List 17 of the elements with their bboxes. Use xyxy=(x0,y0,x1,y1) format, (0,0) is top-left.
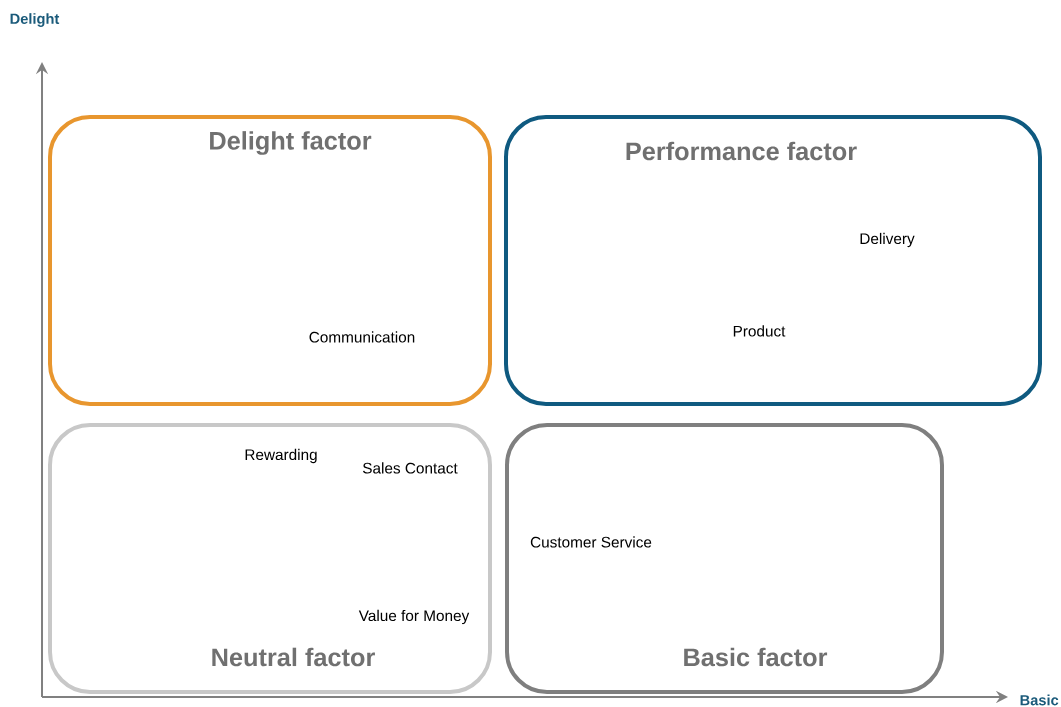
factor-label: Value for Money xyxy=(358,609,470,625)
quadrant-title: Performance factor xyxy=(626,141,857,161)
quadrant-box xyxy=(48,115,492,406)
factor-label: Rewarding xyxy=(245,448,317,464)
factor-label: Communication xyxy=(309,331,415,343)
factor-label: Sales Contact xyxy=(362,462,458,474)
axis-label: Delight xyxy=(10,13,60,27)
quadrant-title: Neutral factor xyxy=(212,647,375,667)
quadrant-box xyxy=(504,115,1042,406)
factor-label: Delivery xyxy=(860,232,915,248)
quadrant-box xyxy=(48,423,492,694)
quadrant-title: Basic factor xyxy=(684,647,828,667)
quadrant-title: Delight factor xyxy=(210,131,372,155)
factor-label: Product xyxy=(733,325,786,337)
factor-label: Customer Service xyxy=(530,536,652,548)
quadrant-box xyxy=(505,423,944,694)
axis-label: Basic xyxy=(1020,694,1059,706)
